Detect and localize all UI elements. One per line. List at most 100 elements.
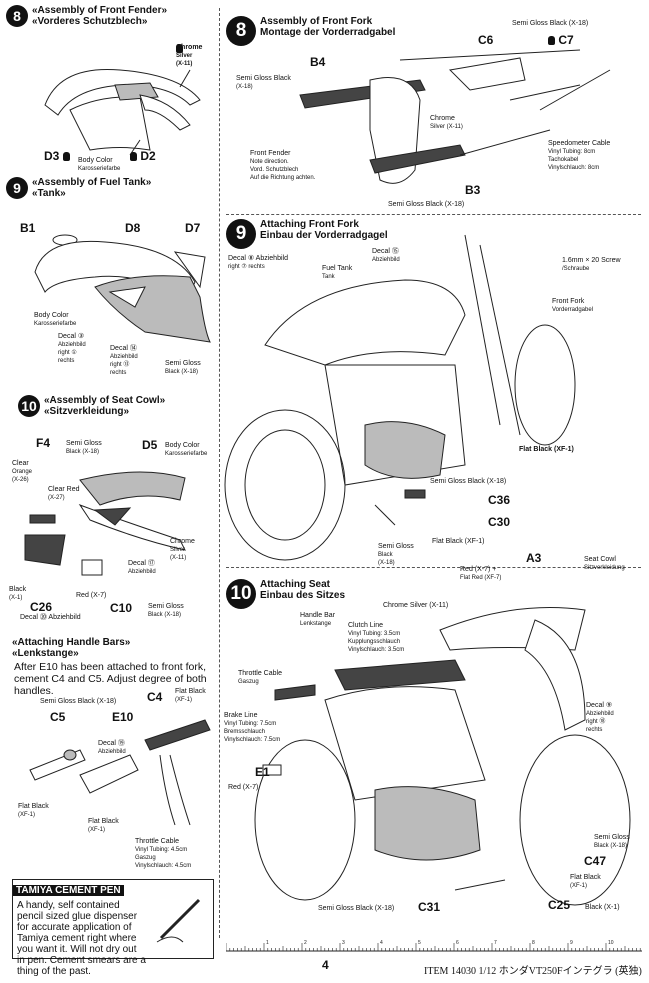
step-title-de: Einbau der Vorderradgagel	[260, 230, 388, 241]
step-title-de: Montage der Vorderradgabel	[260, 27, 396, 38]
motorcycle-front-illustration	[224, 234, 576, 561]
fork-semi-gloss-bottom: Semi Gloss Black (X-18)	[388, 201, 465, 208]
ruler-label: 1	[266, 940, 269, 946]
ruler-label: 9	[570, 940, 573, 946]
cowl-red-label: Red (X-7)	[76, 592, 107, 599]
part-c7: C7	[548, 33, 574, 47]
part-c4: C4	[147, 690, 163, 704]
part-c31: C31	[418, 900, 441, 914]
part-c10: C10	[110, 601, 133, 615]
part-a3: A3	[526, 551, 542, 565]
part-c5: C5	[50, 710, 66, 724]
part-e1: E1	[255, 765, 270, 779]
cement-pen-title: TAMIYA CEMENT PEN	[13, 885, 124, 896]
step-title-de: «Vorderes Schutzblech»	[32, 16, 148, 27]
part-c6: C6	[478, 33, 494, 47]
front-fork-illustration	[299, 49, 611, 184]
section-divider	[226, 567, 641, 568]
screw-label: 1.6mm × 20 Screw/Schraube	[562, 257, 621, 272]
step-title-de: «Sitzverkleidung»	[44, 406, 130, 417]
handlebars-flat-black: Flat Black(XF-1)	[175, 688, 206, 703]
part-c26: C26	[30, 600, 53, 614]
part-d3: D3	[44, 149, 70, 163]
handlebars-flat-black-3: Flat Black(XF-1)	[88, 818, 119, 833]
column-divider	[219, 8, 221, 938]
step-title-en: «Assembly of Seat Cowl»	[44, 395, 166, 406]
handlebars-instructions: After E10 has been attached to front for…	[14, 661, 207, 697]
step-number-badge: 8	[226, 16, 256, 46]
step-8-fork-header: 8 Assembly of Front Fork Montage der Vor…	[226, 16, 395, 46]
cement-pen-box: TAMIYA CEMENT PEN A handy, self containe…	[12, 879, 214, 977]
step-number-badge: 10	[226, 579, 256, 609]
step-9-tank-header: 9 «Assembly of Fuel Tank» «Tank»	[6, 177, 151, 199]
part-d7: D7	[185, 221, 201, 235]
part-d2: D2	[130, 149, 156, 163]
handlebars-header: «Attaching Handle Bars» «Lenkstange»	[12, 637, 131, 659]
ruler-label: 3	[342, 940, 345, 946]
front-fender-illustration	[44, 68, 201, 156]
ruler-label: 8	[532, 940, 535, 946]
item-code: ITEM 14030 1/12 ホンダVT250Fインテグラ (英独)	[424, 966, 642, 977]
ruler-label: 10	[608, 940, 614, 946]
part-b3: B3	[465, 183, 481, 197]
seat-semi-gloss-bottom: Semi Gloss Black (X-18)	[318, 905, 395, 912]
cowl-decal-24: Decal ⑳ Abziehbild	[20, 614, 81, 621]
handlebars-flat-black-2: Flat Black(XF-1)	[18, 803, 49, 818]
fork-semi-gloss-top: Semi Gloss Black (X-18)	[512, 20, 589, 27]
step-number-badge: 9	[226, 219, 256, 249]
part-b1: B1	[20, 221, 36, 235]
part-d8: D8	[125, 221, 141, 235]
step-title-en: «Assembly of Fuel Tank»	[32, 177, 152, 188]
section-divider	[226, 214, 641, 215]
step-9-attach-fork-header: 9 Attaching Front Fork Einbau der Vorder…	[226, 219, 388, 249]
handlebars-illustration	[29, 719, 211, 826]
seat-flat-black: Flat Black(XF-1)	[570, 874, 601, 889]
seat-red-flat-red: Red (X-7) +Flat Red (XF-7)	[460, 566, 502, 581]
ruler-label: 6	[456, 940, 459, 946]
attach-flat-black: Flat Black (XF-1)	[519, 446, 574, 453]
part-e10: E10	[112, 710, 134, 724]
step-title-en: Attaching Front Fork	[260, 219, 359, 230]
step-title-en: Assembly of Front Fork	[260, 16, 373, 27]
ruler-label: 2	[304, 940, 307, 946]
ruler-label: 5	[418, 940, 421, 946]
step-10-attach-seat-header: 10 Attaching Seat Einbau des Sitzes	[226, 579, 345, 609]
step-title-de: «Tank»	[32, 188, 66, 199]
motorcycle-seat-illustration	[254, 607, 631, 906]
step-number-badge: 8	[6, 5, 28, 27]
seat-black-label: Black (X-1)	[585, 904, 620, 911]
step-title-en: Attaching Seat	[260, 579, 331, 590]
attach-semi-gloss: Semi Gloss Black (X-18)	[430, 478, 507, 485]
cement-pen-icon	[156, 898, 201, 943]
cowl-black-label: Black(X-1)	[9, 586, 27, 601]
attach-flat-black-2: Flat Black (XF-1)	[432, 538, 485, 545]
seat-chrome-silver: Chrome Silver (X-11)	[383, 602, 449, 609]
part-b4: B4	[310, 55, 326, 69]
seat-cowl-illustration	[24, 471, 186, 576]
fuel-tank-illustration	[34, 234, 211, 343]
part-d5: D5	[142, 438, 158, 452]
step-title-en: «Assembly of Front Fender»	[32, 5, 168, 16]
